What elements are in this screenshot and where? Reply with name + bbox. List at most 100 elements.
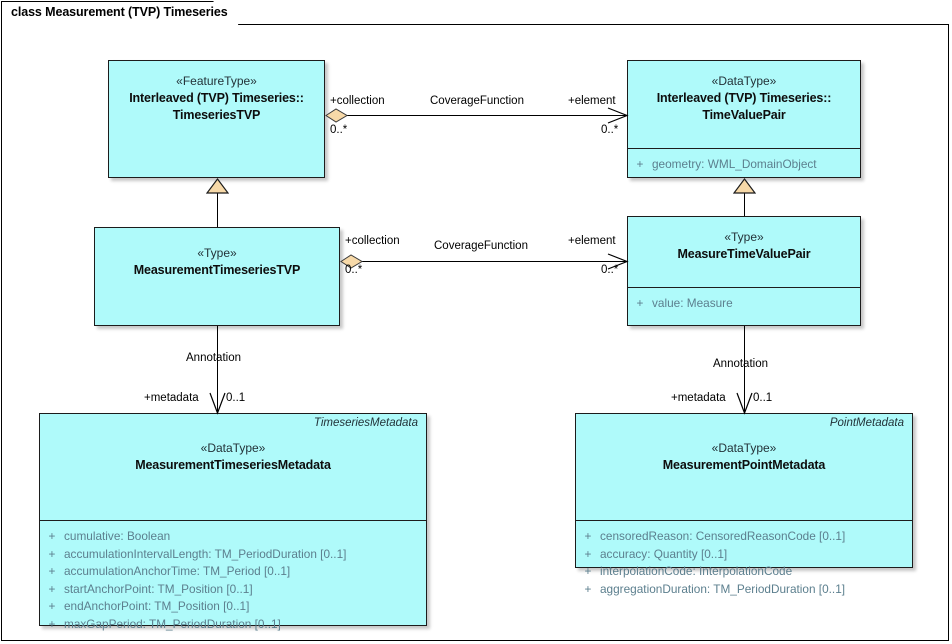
class-time-value-pair-stereotype: «DataType» — [711, 74, 777, 88]
diagram-title-tab-shape — [1, 1, 239, 25]
association-arrowhead-icon-top — [607, 104, 629, 126]
diagram-title-label: class Measurement (TVP) Timeseries — [11, 5, 228, 19]
association-source-multiplicity-middle: 0..* — [345, 264, 363, 276]
class-timeseries-tvp[interactable]: «FeatureType» Interleaved (TVP) Timeseri… — [108, 60, 325, 178]
attribute-text: censoredReason: CensoredReasonCode [0..1… — [600, 529, 846, 543]
association-target-multiplicity-top: 0..* — [601, 124, 619, 136]
class-measurement-timeseries-metadata-attributes: + cumulative: Boolean + accumulationInte… — [40, 521, 426, 641]
annotation-target-multiplicity-right: 0..1 — [753, 392, 773, 404]
class-time-value-pair-name-line2: TimeValuePair — [702, 108, 786, 122]
class-measurement-timeseries-metadata-role: TimeseriesMetadata — [313, 417, 418, 429]
association-line-coverage-top — [339, 115, 627, 116]
generalization-line-right — [744, 192, 745, 216]
aggregation-diamond-icon-middle — [340, 254, 363, 269]
aggregation-diamond-icon-top — [325, 108, 348, 123]
attribute-text: geometry: WML_DomainObject — [652, 157, 817, 171]
attribute-text: startAnchorPoint: TM_Position [0..1] — [64, 581, 253, 596]
class-measurement-timeseries-tvp[interactable]: «Type» MeasurementTimeseriesTVP — [94, 227, 340, 326]
attribute-visibility: + — [48, 616, 56, 631]
annotation-line-right — [744, 326, 745, 413]
class-measure-time-value-pair[interactable]: «Type» MeasureTimeValuePair + value: Mea… — [627, 216, 861, 326]
class-measure-time-value-pair-header: «Type» MeasureTimeValuePair — [628, 217, 860, 288]
class-measurement-timeseries-metadata-name: MeasurementTimeseriesMetadata — [135, 458, 331, 472]
class-time-value-pair-name-line1: Interleaved (TVP) Timeseries:: — [656, 91, 832, 105]
annotation-arrowhead-icon-right — [733, 392, 756, 415]
class-measurement-point-metadata-header: PointMetadata «DataType» MeasurementPoin… — [576, 414, 912, 521]
attribute-text: accumulationIntervalLength: TM_PeriodDur… — [64, 546, 347, 561]
association-target-role-middle: +element — [568, 235, 616, 247]
attribute-row: + censoredReason: CensoredReasonCode [0.… — [576, 528, 912, 546]
association-name-top: CoverageFunction — [430, 95, 524, 107]
annotation-name-left: Annotation — [186, 352, 241, 364]
class-measurement-timeseries-tvp-name: MeasurementTimeseriesTVP — [133, 263, 301, 277]
attribute-visibility: + — [636, 296, 644, 310]
attribute-text: endAnchorPoint: TM_Position [0..1] — [64, 599, 250, 613]
attribute-visibility: + — [584, 529, 592, 543]
attribute-text: accuracy: Quantity [0..1] — [600, 546, 728, 561]
attribute-visibility: + — [584, 581, 592, 596]
class-time-value-pair-header: «DataType» Interleaved (TVP) Timeseries:… — [628, 61, 860, 149]
attribute-row: + geometry: WML_DomainObject — [628, 156, 860, 174]
class-measurement-point-metadata-attributes: + censoredReason: CensoredReasonCode [0.… — [576, 521, 912, 606]
annotation-target-role-right: +metadata — [671, 392, 726, 404]
class-measurement-point-metadata-role: PointMetadata — [829, 417, 904, 429]
annotation-target-role-left: +metadata — [144, 392, 199, 404]
class-measurement-point-metadata[interactable]: PointMetadata «DataType» MeasurementPoin… — [575, 413, 913, 596]
association-source-multiplicity-top: 0..* — [330, 124, 348, 136]
annotation-target-multiplicity-left: 0..1 — [226, 392, 246, 404]
class-measurement-timeseries-tvp-stereotype: «Type» — [197, 246, 237, 260]
attribute-text: accumulationAnchorTime: TM_Period [0..1] — [64, 564, 291, 578]
attribute-row: + endAnchorPoint: TM_Position [0..1] — [40, 598, 426, 616]
annotation-line-left — [217, 326, 218, 413]
attribute-row: + interpolationCode: InterpolationCode — [576, 563, 912, 581]
attribute-text: interpolationCode: InterpolationCode — [600, 564, 793, 578]
attribute-visibility: + — [584, 564, 592, 578]
attribute-row: + accuracy: Quantity [0..1] — [576, 546, 912, 564]
association-line-coverage-middle — [355, 261, 627, 262]
attribute-visibility: + — [584, 546, 592, 561]
attribute-row: + startAnchorPoint: TM_Position [0..1] — [40, 581, 426, 599]
attribute-visibility: + — [48, 564, 56, 578]
attribute-row: + value: Measure — [628, 295, 860, 313]
generalization-triangle-icon-left — [206, 178, 229, 194]
association-target-multiplicity-middle: 0..* — [601, 264, 619, 276]
attribute-text: cumulative: Boolean — [64, 529, 171, 543]
attribute-text: maxGapPeriod: TM_PeriodDuration [0..1] — [64, 616, 281, 631]
attribute-row: + accumulationIntervalLength: TM_PeriodD… — [40, 546, 426, 564]
attribute-visibility: + — [48, 546, 56, 561]
attribute-row: + accumulationAnchorTime: TM_Period [0..… — [40, 563, 426, 581]
class-measurement-point-metadata-name: MeasurementPointMetadata — [662, 458, 826, 472]
attribute-visibility: + — [48, 581, 56, 596]
class-measurement-timeseries-metadata-stereotype: «DataType» — [200, 441, 266, 455]
class-measurement-timeseries-tvp-header: «Type» MeasurementTimeseriesTVP — [95, 228, 339, 287]
attribute-visibility: + — [48, 529, 56, 543]
association-source-role-middle: +collection — [345, 235, 400, 247]
class-measure-time-value-pair-attributes: + value: Measure — [628, 288, 860, 321]
attribute-row: + cumulative: Boolean — [40, 528, 426, 546]
attribute-text: value: Measure — [652, 296, 733, 310]
attribute-visibility: + — [48, 599, 56, 613]
class-measure-time-value-pair-name: MeasureTimeValuePair — [677, 247, 811, 261]
class-measurement-timeseries-metadata-header: TimeseriesMetadata «DataType» Measuremen… — [40, 414, 426, 521]
class-measure-time-value-pair-stereotype: «Type» — [724, 230, 764, 244]
generalization-line-left — [217, 192, 218, 227]
annotation-name-right: Annotation — [713, 358, 768, 370]
association-source-role-top: +collection — [330, 95, 385, 107]
generalization-triangle-icon-right — [733, 178, 756, 194]
class-timeseries-tvp-name-line1: Interleaved (TVP) Timeseries:: — [129, 91, 304, 105]
class-timeseries-tvp-header: «FeatureType» Interleaved (TVP) Timeseri… — [109, 61, 324, 132]
class-time-value-pair[interactable]: «DataType» Interleaved (TVP) Timeseries:… — [627, 60, 861, 178]
association-arrowhead-icon-middle — [607, 250, 629, 272]
annotation-arrowhead-icon-left — [206, 392, 229, 415]
class-measurement-point-metadata-stereotype: «DataType» — [711, 441, 777, 455]
class-timeseries-tvp-name-line2: TimeseriesTVP — [172, 108, 261, 122]
class-time-value-pair-attributes: + geometry: WML_DomainObject — [628, 149, 860, 182]
association-target-role-top: +element — [568, 95, 616, 107]
class-measurement-timeseries-metadata[interactable]: TimeseriesMetadata «DataType» Measuremen… — [39, 413, 427, 631]
attribute-visibility: + — [636, 157, 644, 171]
class-timeseries-tvp-stereotype: «FeatureType» — [176, 74, 257, 88]
attribute-row: + maxGapPeriod: TM_PeriodDuration [0..1] — [40, 616, 426, 634]
association-name-middle: CoverageFunction — [434, 240, 528, 252]
attribute-text: aggregationDuration: TM_PeriodDuration [… — [600, 581, 846, 596]
